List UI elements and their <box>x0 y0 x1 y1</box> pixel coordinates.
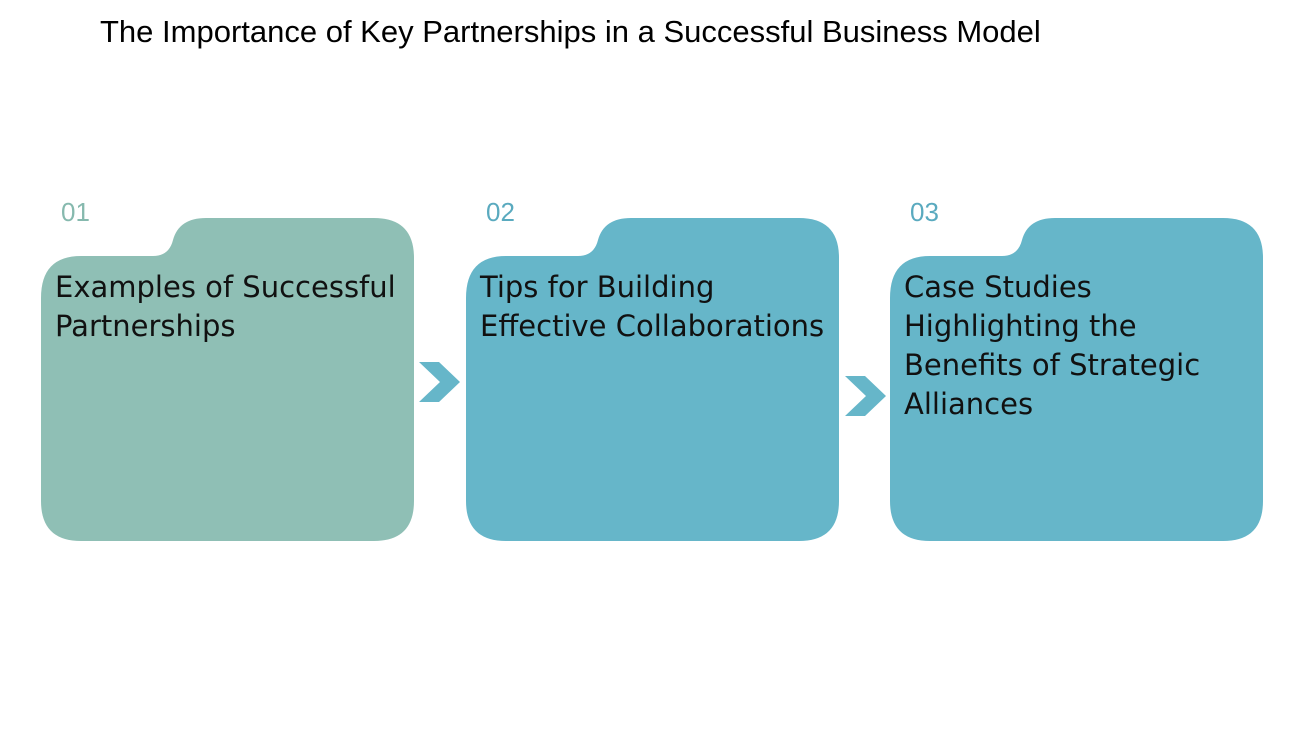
step-card-3: Case Studies Highlighting the Benefits o… <box>890 218 1263 541</box>
step-number: 02 <box>486 197 515 227</box>
folder-shape <box>41 218 414 541</box>
step-card-1: Examples of Successful Partnerships <box>41 218 414 541</box>
folder-shape <box>466 218 839 541</box>
step-label: Tips for Building Effective Collaboratio… <box>480 270 825 343</box>
step-label: Examples of Successful Partnerships <box>55 270 396 343</box>
folder-shape <box>890 218 1263 541</box>
page-title: The Importance of Key Partnerships in a … <box>100 14 1041 49</box>
chevron-right-icon <box>845 376 886 416</box>
step-number: 01 <box>61 197 90 227</box>
step-number: 03 <box>910 197 939 227</box>
chevron-right-icon <box>419 362 460 402</box>
step-card-2: Tips for Building Effective Collaboratio… <box>466 218 839 541</box>
step-label: Case Studies Highlighting the Benefits o… <box>904 270 1201 421</box>
